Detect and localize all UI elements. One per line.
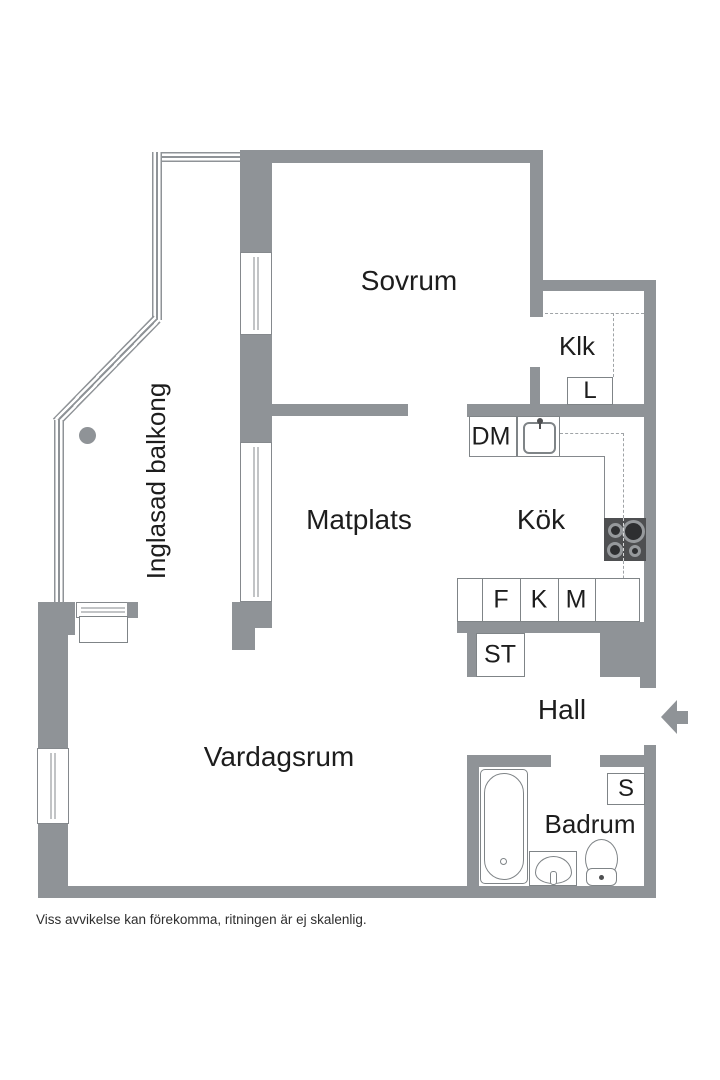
wall-badrum-top-left (467, 755, 551, 767)
wall-balcony-column-mid (240, 335, 272, 442)
burner-icon (608, 523, 623, 538)
wall-bottom (38, 886, 656, 898)
window-vardagsrum-left (37, 748, 69, 824)
balcony-pillar-icon (79, 427, 96, 444)
fixture-label-s: S (617, 775, 635, 802)
wall-hall-block (600, 633, 656, 677)
wall-right-upper (644, 280, 656, 688)
window-mullion (253, 257, 259, 330)
counter-dash-vertical-upper (623, 433, 624, 518)
window-sovrum-balcony (240, 252, 272, 335)
counter-dash-over-stove (623, 518, 624, 561)
wall-kitchen-bottom (457, 622, 656, 633)
room-label-vardagsrum: Vardagsrum (203, 741, 355, 772)
entry-arrow-tail (677, 711, 688, 724)
klk-dash-vertical (613, 313, 614, 377)
balcony-glass-top (152, 152, 240, 162)
room-label-hall: Hall (537, 694, 587, 725)
disclaimer-text: Viss avvikelse kan förekomma, ritningen … (36, 912, 367, 927)
wall-sovrum-matplats (272, 404, 408, 416)
wall-balcony-column-upper (240, 150, 272, 252)
stove-icon (604, 518, 646, 561)
bathroom-sink-tap (550, 871, 557, 885)
burner-icon (607, 542, 623, 558)
faucet-stem (539, 423, 541, 429)
window-mullion (81, 607, 125, 613)
window-mullion (253, 447, 259, 597)
st-closet-box (476, 633, 525, 677)
wall-left-upper (38, 635, 68, 750)
fixture-label-m: M (565, 585, 587, 614)
wall-left-corner-block (38, 602, 75, 635)
cabinet-divider (558, 578, 559, 622)
bathtub-icon (480, 769, 528, 884)
room-label-sovrum: Sovrum (360, 265, 458, 296)
fixture-label-f: F (493, 585, 509, 614)
dishwasher-box (469, 416, 517, 457)
counter-edge-horizontal (469, 456, 605, 457)
room-label-badrum: Badrum (544, 809, 636, 839)
wall-badrum-top-right (600, 755, 644, 767)
klk-dash-horizontal (545, 313, 644, 314)
room-label-matplats: Matplats (306, 504, 412, 535)
l-closet-box (567, 377, 613, 405)
wall-right-lower (644, 745, 656, 898)
wall-kitchen-top (467, 404, 656, 417)
counter-dash-horizontal (560, 433, 624, 434)
fixture-label-st: ST (484, 640, 516, 669)
kitchen-sink-box (517, 416, 560, 457)
wall-st-stub (467, 633, 476, 677)
wall-sovrum-right (530, 150, 543, 317)
bathroom-sink-box (529, 851, 577, 886)
cabinet-divider (520, 578, 521, 622)
window-sill-ledge (79, 616, 128, 643)
entry-arrow-icon (661, 700, 677, 734)
toilet-flush-button (599, 875, 604, 880)
room-label-kok: Kök (516, 504, 566, 535)
fixture-label-k: K (530, 585, 548, 614)
wall-badrum-left (467, 755, 479, 886)
wall-balcony-column-bottom (232, 602, 272, 628)
window-matplats-balcony (240, 442, 272, 602)
bathtub-inner (484, 773, 524, 880)
fixture-label-dm: DM (471, 422, 511, 451)
bathtub-drain (500, 858, 507, 865)
balcony-glass-left-lower (54, 420, 64, 602)
burner-icon (622, 520, 645, 543)
wall-klk-stub (530, 367, 540, 405)
cabinet-divider (482, 578, 483, 622)
burner-icon (629, 545, 641, 557)
room-label-inglasad-balkong: Inglasad balkong (141, 382, 171, 580)
cabinet-divider (595, 578, 596, 622)
window-mullion (50, 753, 56, 819)
appliance-row (457, 578, 640, 622)
wall-klk-top (540, 280, 656, 291)
wall-balcony-column-foot (232, 628, 255, 650)
wall-sovrum-top (240, 150, 543, 163)
fixture-label-l: L (583, 377, 597, 404)
room-label-klk: Klk (558, 331, 596, 361)
window-end-cap (127, 602, 138, 618)
counter-edge-vertical (604, 456, 605, 518)
balcony-glass-left-upper (152, 152, 162, 320)
wall-left-lower (38, 823, 68, 898)
wall-right-door-jamb-top (640, 674, 656, 688)
s-closet-box (607, 773, 645, 805)
faucet-icon (537, 418, 543, 424)
